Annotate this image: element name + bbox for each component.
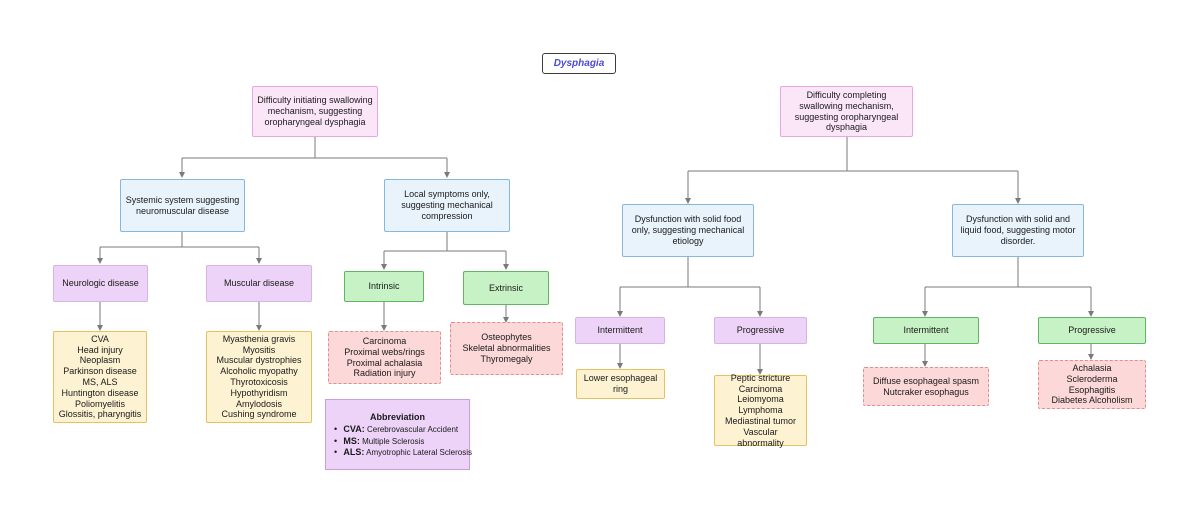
intermittent-motor-node: Intermittent [873, 317, 979, 344]
extrinsic-causes-list: Osteophytes Skeletal abnormalities Thyro… [450, 322, 563, 375]
progressive-mechanical-node: Progressive [714, 317, 807, 344]
intermittent-motor-causes-list: Diffuse esophageal spasm Nutcraker esoph… [863, 367, 989, 406]
local-symptoms-node: Local symptoms only, suggesting mechanic… [384, 179, 510, 232]
intermittent-mechanical-node: Intermittent [575, 317, 665, 344]
intrinsic-causes-list: Carcinoma Proximal webs/rings Proximal a… [328, 331, 441, 384]
diagram-title: Dysphagia [542, 53, 616, 74]
abbreviation-title: Abbreviation [369, 412, 425, 422]
progressive-motor-causes-list: Achalasia Scleroderma Esophagitis Diabet… [1038, 360, 1146, 409]
progressive-motor-node: Progressive [1038, 317, 1146, 344]
esophageal-dysphagia-node: Difficulty completing swallowing mechani… [780, 86, 913, 137]
abbreviation-item: CVA: Cerebrovascular Accident [334, 424, 461, 436]
muscular-disease-node: Muscular disease [206, 265, 312, 302]
muscular-causes-list: Myasthenia gravis Myositis Muscular dyst… [206, 331, 312, 423]
solid-and-liquid-node: Dysfunction with solid and liquid food, … [952, 204, 1084, 257]
lower-esophageal-ring-node: Lower esophageal ring [576, 369, 665, 399]
abbreviation-item: MS: Multiple Sclerosis [334, 436, 461, 448]
extrinsic-node: Extrinsic [463, 271, 549, 305]
progressive-mechanical-causes-list: Peptic stricture Carcinoma Leiomyoma Lym… [714, 373, 807, 448]
neurologic-causes-list: CVA Head injury Neoplasm Parkinson disea… [53, 331, 147, 423]
abbreviation-box: Abbreviation CVA: Cerebrovascular Accide… [325, 399, 472, 470]
solid-food-only-node: Dysfunction with solid food only, sugges… [622, 204, 754, 257]
neurologic-disease-node: Neurologic disease [53, 265, 148, 302]
oropharyngeal-dysphagia-node: Difficulty initiating swallowing mechani… [252, 86, 378, 137]
systemic-node: Systemic system suggesting neuromuscular… [120, 179, 245, 232]
abbreviation-item: ALS: Amyotrophic Lateral Sclerosis [334, 447, 472, 459]
intrinsic-node: Intrinsic [344, 271, 424, 302]
